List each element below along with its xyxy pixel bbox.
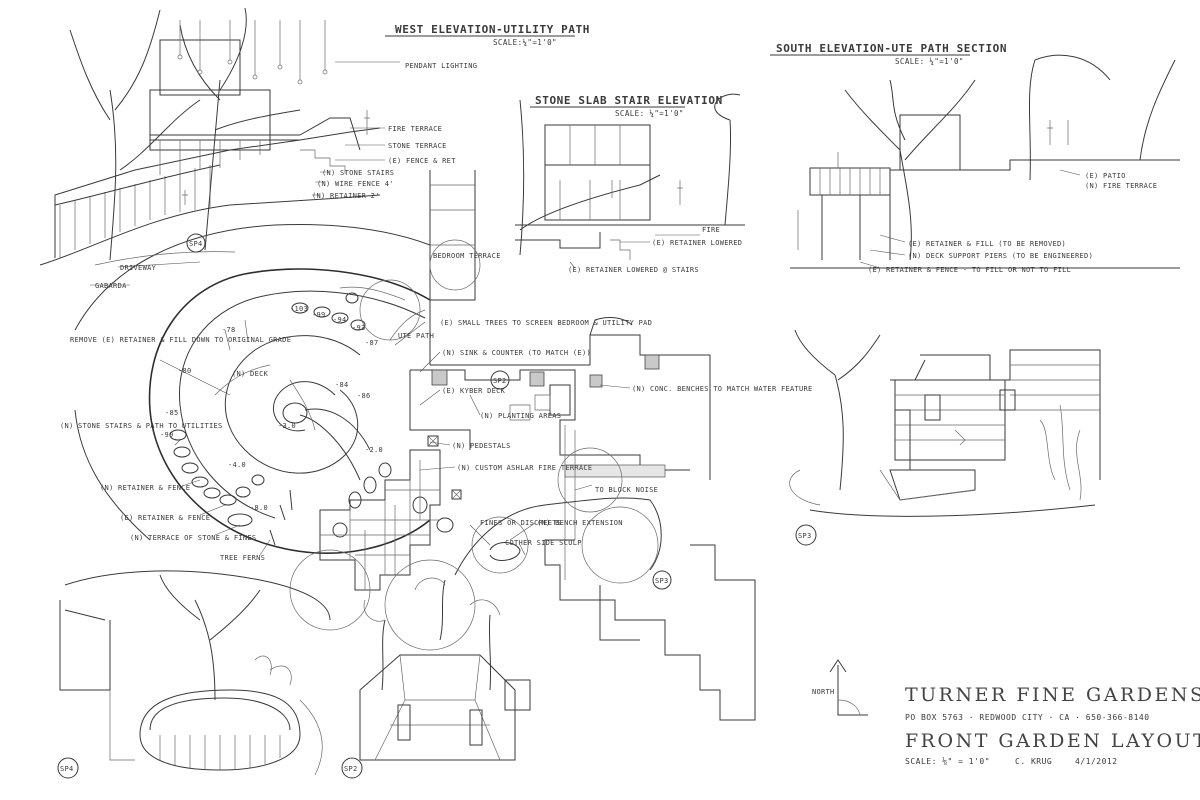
spot-elevation: -8.0 <box>250 504 268 512</box>
viewpoint-sp3: SP3 <box>655 577 669 585</box>
spot-elevation: -93 <box>352 324 366 332</box>
label-ashlar-fire-terrace: (N) CUSTOM ASHLAR FIRE TERRACE <box>457 464 592 472</box>
label-stone-terrace: STONE TERRACE <box>388 142 447 150</box>
drawing-date: 4/1/2012 <box>1075 757 1118 766</box>
label-retainer-lowered: (E) RETAINER LOWERED <box>652 239 742 247</box>
label-stone-stairs-path: (N) STONE STAIRS & PATH TO UTILITIES <box>60 422 223 430</box>
label-new-retainer-fence: (N) RETAINER & FENCE <box>100 484 190 492</box>
label-tree-ferns: TREE FERNS <box>220 554 265 562</box>
label-ute-path: UTE PATH <box>398 332 434 340</box>
label-sink-counter: (N) SINK & COUNTER (TO MATCH (E)) <box>442 349 591 357</box>
label-pedestals: (N) PEDESTALS <box>452 442 511 450</box>
viewpoint-sp2: SP2 <box>493 377 507 385</box>
label-gabarda: GABARDA <box>95 282 127 290</box>
label-pendant-lighting: PENDANT LIGHTING <box>405 62 477 70</box>
spot-elevation: -80 <box>178 367 192 375</box>
label-kyber-deck: (E) KYBER DECK <box>442 387 506 395</box>
label-planting-areas: (N) PLANTING AREAS <box>480 412 561 420</box>
perspective-sp3-label: SP3 <box>798 532 812 540</box>
label-fence-ret: (E) FENCE & RET <box>388 157 456 165</box>
spot-elevation: -87 <box>365 339 379 347</box>
perspective-sp3: SP3 <box>789 329 1101 546</box>
stair-elevation: STONE SLAB STAIR ELEVATION SCALE: ¼"=1'0… <box>515 93 745 274</box>
label-deck-piers: (N) DECK SUPPORT PIERS (TO BE ENGINEERED… <box>908 252 1093 260</box>
perspective-sp4: SP4 <box>57 570 331 779</box>
house-footprint <box>409 170 756 721</box>
label-retainer-fence-fill: (E) RETAINER & FENCE - TO FILL OR NOT TO… <box>868 266 1071 274</box>
stair-elevation-title: STONE SLAB STAIR ELEVATION <box>535 94 723 107</box>
west-elevation-title: WEST ELEVATION-UTILITY PATH <box>395 23 590 36</box>
spot-elevation: -94 <box>333 316 347 324</box>
stair-elevation-scale: SCALE: ¼"=1'0" <box>615 109 684 118</box>
label-fines-discreets: FINES OR DISCREETS <box>480 519 561 527</box>
spot-elevation: -84 <box>335 381 349 389</box>
label-small-trees: (E) SMALL TREES TO SCREEN BEDROOM & UTIL… <box>440 319 652 327</box>
spot-elevation: -78 <box>222 326 236 334</box>
north-label: NORTH <box>812 688 835 696</box>
label-existing-retainer-fence: (E) RETAINER & FENCE <box>120 514 210 522</box>
perspective-sp4-label: SP4 <box>60 765 74 773</box>
label-driveway: DRIVEWAY <box>120 264 157 272</box>
company-address: PO BOX 5763 · REDWOOD CITY · CA · 650-36… <box>905 713 1150 722</box>
label-fire-terrace: FIRE TERRACE <box>388 125 442 133</box>
label-bedroom-terrace: BEDROOM TERRACE <box>433 252 501 260</box>
label-terrace-stone-fines: (N) TERRACE OF STONE & FINES <box>130 534 256 542</box>
west-elevation: WEST ELEVATION-UTILITY PATH SCALE:¼"=1'0… <box>39 7 590 266</box>
label-deck: (N) DECK <box>232 370 269 378</box>
label-patio: (E) PATIO <box>1085 172 1126 180</box>
spot-elevation: -90 <box>160 431 174 439</box>
label-remove-retainer: REMOVE (E) RETAINER & FILL DOWN TO ORIGI… <box>70 336 291 344</box>
label-south-fire-terrace: (N) FIRE TERRACE <box>1085 182 1157 190</box>
north-arrow: NORTH <box>812 659 868 716</box>
south-elevation: SOUTH ELEVATION-UTE PATH SECTION SCALE: … <box>770 42 1180 274</box>
spot-elevation: -99 <box>312 311 326 319</box>
spot-elevation: -3.0 <box>278 422 296 430</box>
label-fire: FIRE <box>702 226 720 234</box>
label-retainer-fill: (E) RETAINER & FILL (TO BE REMOVED) <box>908 240 1066 248</box>
company-name: TURNER FINE GARDENS <box>905 684 1200 706</box>
label-block-noise: TO BLOCK NOISE <box>595 486 658 494</box>
label-retainer-2: (N) RETAINER 2' <box>312 192 380 200</box>
site-plan: -103 -99 -94 -93 -87 -85 -80 -78 -84 -86… <box>60 170 813 721</box>
ashlar-fire-terrace <box>319 435 462 591</box>
title-block: TURNER FINE GARDENS PO BOX 5763 · REDWOO… <box>905 684 1200 766</box>
drawn-by: C. KRUG <box>1015 757 1052 766</box>
south-elevation-scale: SCALE: ¼"=1'0" <box>895 57 964 66</box>
spot-elevation: -103 <box>290 305 308 313</box>
drawing-title: FRONT GARDEN LAYOUT <box>905 730 1200 752</box>
viewpoint-sp4: SP4 <box>189 240 203 248</box>
label-conc-benches: (N) CONC. BENCHES TO MATCH WATER FEATURE <box>632 385 813 393</box>
drawing-scale: SCALE: ⅛" = 1'0" <box>905 757 990 766</box>
spot-elevation: -4.0 <box>228 461 246 469</box>
spot-elevations: -103 -99 -94 -93 -87 -85 -80 -78 -84 -86… <box>160 305 383 512</box>
spot-elevation: -2.0 <box>365 446 383 454</box>
stepping-stones <box>169 302 454 538</box>
label-bench-extension: (N) BENCH EXTENSION <box>537 519 623 527</box>
perspective-sp2-label: SP2 <box>344 765 358 773</box>
label-wire-fence: (N) WIRE FENCE 4' <box>317 180 394 188</box>
perspective-sp2: SP2 <box>341 577 531 779</box>
label-other-side-sculp: COTHER SIDE SCULP <box>505 539 582 547</box>
south-elevation-title: SOUTH ELEVATION-UTE PATH SECTION <box>776 42 1007 55</box>
label-retainer-lowered-stairs: (E) RETAINER LOWERED @ STAIRS <box>568 266 699 274</box>
spot-elevation: -86 <box>357 392 371 400</box>
viewpoint-markers: SP4 SP2 SP3 <box>186 233 672 590</box>
spot-elevation: -85 <box>165 409 179 417</box>
label-stone-stairs: (N) STONE STAIRS <box>322 169 394 177</box>
west-elevation-scale: SCALE:¼"=1'0" <box>493 38 557 47</box>
